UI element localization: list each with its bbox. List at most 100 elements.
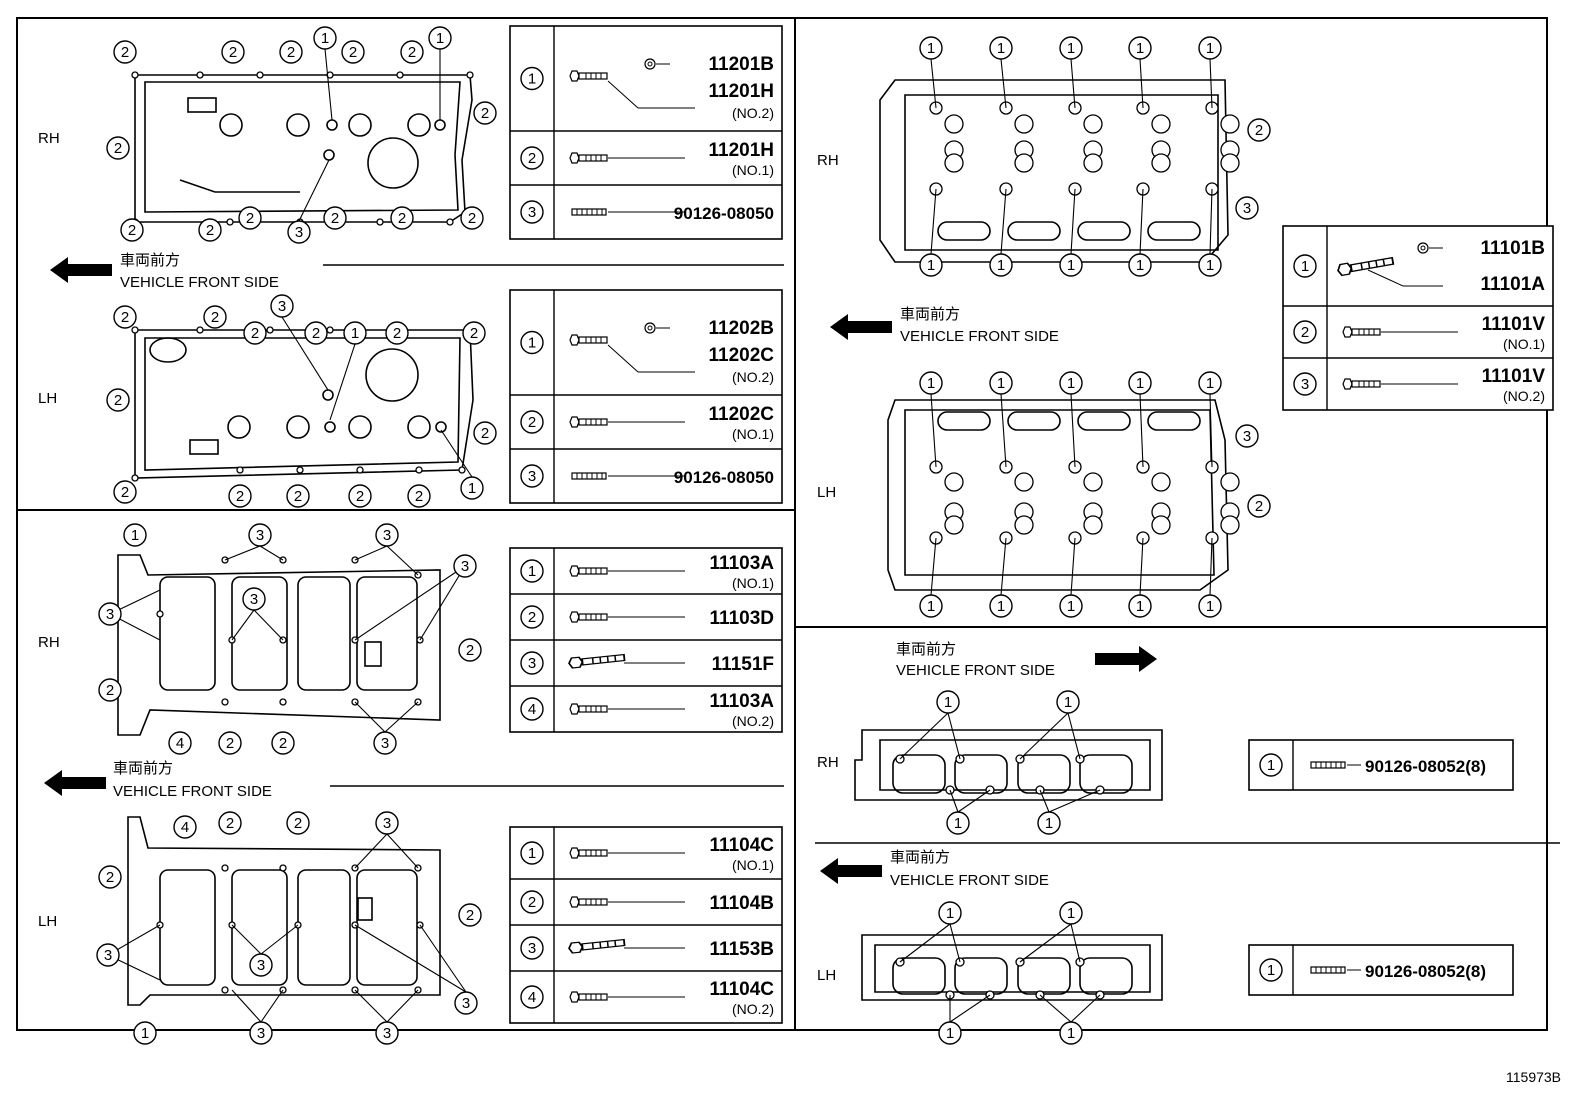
leader-line bbox=[253, 609, 284, 641]
leader-lines bbox=[107, 48, 1213, 1023]
stud-bolt-icon bbox=[1310, 761, 1346, 769]
part-variant: (NO.2) bbox=[732, 1001, 774, 1017]
stud-bolt-icon bbox=[1310, 966, 1346, 974]
leader-line bbox=[419, 565, 466, 641]
bolt-hole bbox=[326, 71, 334, 79]
bolt-hole bbox=[236, 466, 244, 474]
bolt-hole bbox=[221, 698, 229, 706]
direction-en: VEHICLE FRONT SIDE bbox=[900, 328, 1059, 345]
callout-marker: 1 bbox=[313, 26, 337, 50]
callout-number: 1 bbox=[1067, 598, 1075, 615]
bolt-icon bbox=[1342, 326, 1381, 338]
callout-number: 2 bbox=[331, 210, 339, 227]
callout-marker: 3 bbox=[375, 811, 399, 835]
callout-number: 2 bbox=[468, 210, 476, 227]
callout-marker: 1 bbox=[1128, 371, 1152, 395]
callout-marker: 1 bbox=[989, 371, 1013, 395]
callout-number: 3 bbox=[462, 995, 470, 1012]
callout-number: 2 bbox=[349, 44, 357, 61]
leader-line bbox=[1000, 58, 1007, 109]
callout-number: 1 bbox=[944, 694, 952, 711]
part-number: 11101V bbox=[1482, 314, 1546, 335]
bolt-hole bbox=[226, 218, 234, 226]
leader-line bbox=[949, 789, 959, 813]
camshaft-housing-lh-drawing bbox=[127, 816, 441, 1006]
head-cover-rh-drawing bbox=[134, 74, 473, 223]
front-arrow-icon bbox=[50, 257, 112, 283]
legend-row-number: 2 bbox=[528, 150, 536, 167]
bolt-hole bbox=[156, 610, 164, 618]
callout-number: 2 bbox=[121, 484, 129, 501]
stud-bolt-icon bbox=[571, 208, 607, 216]
callout-number: 2 bbox=[481, 425, 489, 442]
leader-line bbox=[354, 989, 388, 1023]
leader-line bbox=[1048, 789, 1101, 813]
callout-number: 2 bbox=[466, 907, 474, 924]
bolt-hole bbox=[1014, 114, 1034, 134]
leader-line bbox=[440, 429, 473, 478]
callout-marker: 2 bbox=[218, 731, 242, 755]
callout-number: 2 bbox=[287, 44, 295, 61]
callout-number: 1 bbox=[436, 30, 444, 47]
callout-number: 1 bbox=[1064, 694, 1072, 711]
direction-jp: 車両前方 bbox=[113, 759, 173, 777]
leader-line bbox=[298, 159, 330, 222]
callout-marker: 2 bbox=[238, 206, 262, 230]
cylinder-head-rh-drawing bbox=[879, 79, 1229, 263]
callout-marker: 1 bbox=[919, 36, 943, 60]
bolt-hole bbox=[376, 218, 384, 226]
bolt-hole bbox=[1083, 472, 1103, 492]
leader-line bbox=[947, 712, 961, 760]
leader-line bbox=[354, 924, 467, 993]
part-number: 11151F bbox=[712, 654, 774, 675]
callout-number: 1 bbox=[997, 40, 1005, 57]
bolt-icon bbox=[569, 703, 608, 715]
callout-marker: 2 bbox=[113, 305, 137, 329]
callout-marker: 2 bbox=[221, 40, 245, 64]
legend-row-number: 1 bbox=[528, 335, 536, 352]
callout-number: 2 bbox=[236, 488, 244, 505]
camshaft-housing-rh-drawing bbox=[117, 554, 441, 736]
bolt-icon bbox=[569, 611, 608, 623]
callout-marker: 1 bbox=[989, 36, 1013, 60]
leader-line bbox=[949, 923, 961, 963]
bolt-icon bbox=[569, 847, 608, 859]
bolt-hole bbox=[1083, 515, 1103, 535]
leader-line bbox=[1139, 58, 1144, 109]
callout-number: 2 bbox=[106, 682, 114, 699]
direction-jp: 車両前方 bbox=[900, 305, 960, 323]
callout-number: 3 bbox=[104, 947, 112, 964]
front-arrow-icon bbox=[44, 770, 106, 796]
callout-marker: 1 bbox=[1059, 1021, 1083, 1045]
callout-marker: 2 bbox=[98, 678, 122, 702]
leader-line bbox=[1070, 994, 1101, 1023]
bolt-hole bbox=[279, 698, 287, 706]
callout-number: 1 bbox=[1045, 815, 1053, 832]
bolt-hole bbox=[458, 466, 466, 474]
callout-marker: 1 bbox=[133, 1021, 157, 1045]
leader-line bbox=[281, 316, 329, 391]
bolt-hole bbox=[1220, 515, 1240, 535]
part-number: 11202C bbox=[708, 404, 774, 425]
bolt-hole bbox=[1014, 515, 1034, 535]
direction-jp: 車両前方 bbox=[890, 848, 950, 866]
leader-line bbox=[930, 393, 937, 468]
bolt-hole bbox=[1220, 114, 1240, 134]
leader-line bbox=[354, 565, 466, 641]
callout-marker: 1 bbox=[1056, 690, 1080, 714]
callout-number: 2 bbox=[246, 210, 254, 227]
frame bbox=[16, 17, 1548, 1031]
callout-number: 1 bbox=[927, 598, 935, 615]
legend-row-number: 1 bbox=[528, 563, 536, 580]
leader-line bbox=[384, 701, 419, 733]
leader-line bbox=[1000, 393, 1007, 468]
callout-marker: 1 bbox=[989, 594, 1013, 618]
